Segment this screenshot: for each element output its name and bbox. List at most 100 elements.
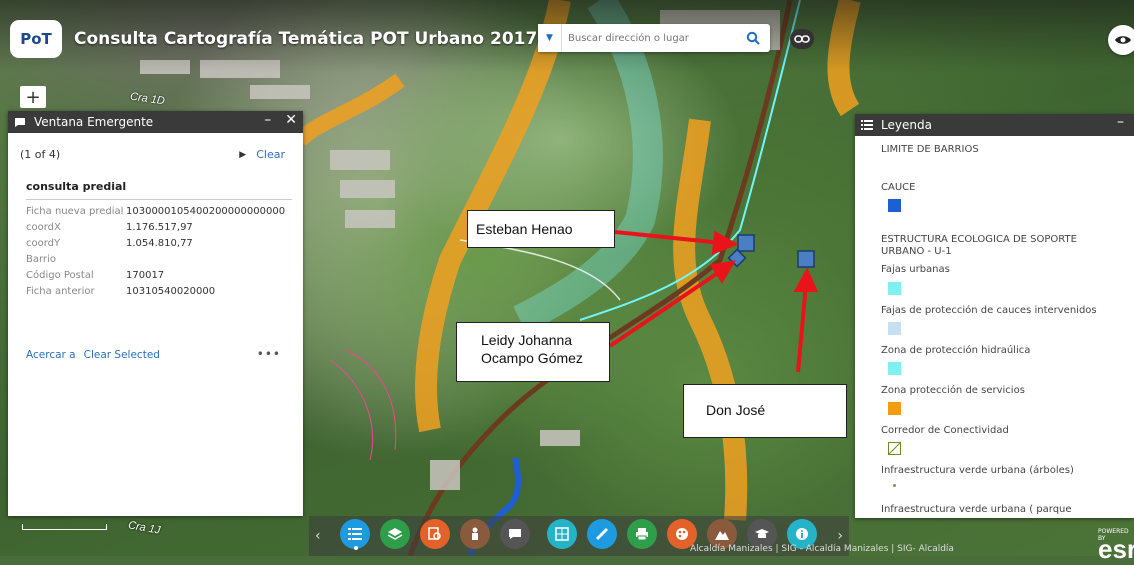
attribute-row: Ficha anterior 10310540020000 [26,286,296,298]
visibility-toggle-button[interactable] [1108,25,1134,55]
legend-item: CAUCE [881,182,916,193]
attribute-key: Ficha nueva predial [26,206,124,217]
measure-tool-button[interactable] [587,519,617,549]
popup-section-title: consulta predial [26,180,127,193]
widget-toolbar: ‹ › [309,516,849,556]
mountain-icon [715,531,729,540]
parcel-marker-esteban [737,234,755,252]
powered-by-label: POWERED BY [1098,528,1129,542]
clear-selected-link[interactable]: Clear Selected [83,349,160,361]
legend-item: LIMITE DE BARRIOS [881,144,979,155]
annotation-leidy-ocampo: Leidy Johanna Ocampo Gómez [456,322,610,382]
legend-panel: Leyenda – LIMITE DE BARRIOS CAUCE ESTRUC… [855,114,1134,518]
legend-item: Infraestructura verde urbana ( parque [881,504,1072,515]
app-title: Consulta Cartografía Temática POT Urbano… [74,29,592,49]
attribute-key: Código Postal [26,270,94,281]
attribute-value: 170017 [126,270,165,281]
legend-swatch-cauce [888,199,901,212]
attribute-row: Código Postal 170017 [26,270,296,282]
annotation-esteban-text: Esteban Henao [476,221,573,237]
legend-title: Leyenda [881,118,932,132]
attribute-value: 1.176.517,97 [126,222,193,233]
map-attribution: Alcaldía Manizales | SIG - Alcaldía Mani… [690,544,954,554]
annotation-arrows [608,230,819,373]
person-icon [472,527,478,540]
toolbar-page-indicator [354,546,358,550]
legend-tool-button[interactable] [340,519,370,549]
attribute-key: Barrio [26,254,56,265]
legend-swatch-zona-hidraulica [888,362,901,375]
chat-tool-button[interactable] [500,519,530,549]
popup-title: Ventana Emergente [34,115,154,129]
popup-pager: (1 of 4) [20,148,61,161]
legend-item: Infraestructura verde urbana (árboles) [881,465,1074,476]
legend-swatch-fajas-cauces [888,322,901,335]
chat-icon [509,529,521,539]
close-icon[interactable]: ✕ [285,112,297,128]
search-widget: ▼ [538,24,770,52]
attribute-value: 10310540020000 [126,286,216,297]
annotation-don-jose-text: Don José [706,402,766,418]
elevation-tool-button[interactable] [707,519,737,549]
clear-button[interactable]: Clear [256,148,285,161]
legend-item: Zona protección de servicios [881,385,1025,396]
legend-item: Fajas urbanas [881,264,950,275]
zoom-to-link[interactable]: Acercar a [26,349,76,361]
info-tool-button[interactable] [787,519,817,549]
graduation-cap-icon [755,529,769,538]
education-tool-button[interactable] [747,519,777,549]
legend-swatch-arboles [893,484,896,487]
legend-swatch-zona-servicios [888,402,901,415]
minimize-icon[interactable]: – [1117,114,1124,130]
parcel-marker-don-jose [797,250,815,268]
query-icon [428,527,441,540]
minimize-icon[interactable]: – [264,112,272,128]
annotation-leidy-line1: Leidy Johanna [481,332,573,348]
search-icon [746,31,760,45]
popup-panel: Ventana Emergente – ✕ (1 of 4) ▶ Clear c… [8,111,303,516]
eye-icon [1115,36,1131,44]
legend-swatch-corredor [888,442,901,455]
info-icon [796,528,808,540]
search-button[interactable] [736,24,770,52]
legend-item: ESTRUCTURA ECOLOGICA DE SOPORTE URBANO -… [881,234,1077,257]
attribute-key: Ficha anterior [26,286,95,297]
list-icon [348,528,362,540]
query-tool-button[interactable] [420,519,450,549]
zona-proteccion-servicios-band-2 [673,118,748,521]
app-logo: PoT [10,20,62,58]
toolbar-next-icon[interactable]: › [837,528,843,544]
draw-tool-button[interactable] [667,519,697,549]
user-tool-button[interactable] [460,519,490,549]
toolbar-prev-icon[interactable]: ‹ [315,528,321,544]
search-source-dropdown[interactable]: ▼ [538,24,562,52]
esri-logo: esri [1098,534,1134,564]
legend-header: Leyenda – [855,114,1134,136]
annotation-esteban-henao: Esteban Henao [467,210,615,248]
print-icon [636,528,648,541]
scale-bar [22,524,107,530]
next-feature-icon[interactable]: ▶ [239,149,247,160]
select-tool-button[interactable] [547,519,577,549]
pink-parcel-lines [329,349,397,461]
ruler-icon [595,527,609,541]
more-options-button[interactable]: ••• [256,347,281,361]
share-link-button[interactable] [790,29,814,49]
attribute-row: coordY 1.054.810,77 [26,238,296,250]
annotation-leidy-line2: Ocampo Gómez [481,350,583,366]
popup-header: Ventana Emergente – ✕ [8,111,303,133]
zoom-in-button[interactable]: + [20,86,46,108]
attribute-value: 1.054.810,77 [126,238,193,249]
attribute-row: coordX 1.176.517,97 [26,222,296,234]
list-icon [861,120,873,130]
print-tool-button[interactable] [627,519,657,549]
annotation-don-jose: Don José [683,384,847,438]
chat-icon [15,117,25,127]
attribute-key: coordY [26,238,61,249]
attribute-key: coordX [26,222,61,233]
layers-tool-button[interactable] [380,519,410,549]
search-input[interactable] [564,24,736,52]
zona-proteccion-servicios-band-4 [294,73,405,146]
